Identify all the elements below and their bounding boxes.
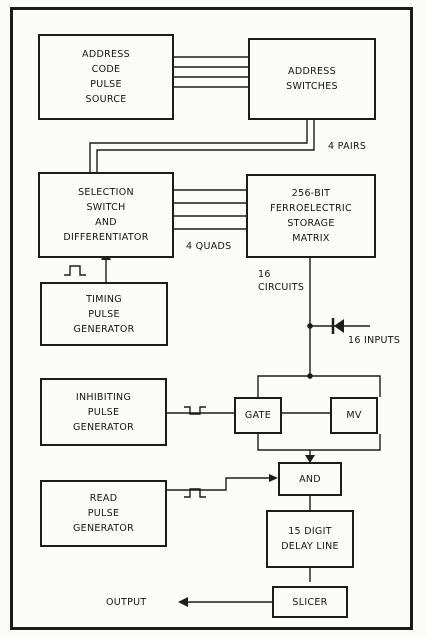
address-code-pulse-source-label: ADDRESS CODE PULSE SOURCE	[82, 49, 130, 105]
read-pulse-generator-label: READ PULSE GENERATOR	[72, 493, 135, 534]
sixteen-circuits-label: 16 CIRCUITS	[258, 269, 305, 293]
diode-symbol	[334, 319, 344, 333]
address-switches-label: ADDRESS SWITCHES	[286, 66, 338, 92]
timing-pulse-generator-label: TIMING PULSE GENERATOR	[73, 293, 135, 335]
and-gate-label: AND	[299, 473, 321, 485]
and-input-arrowhead	[269, 474, 278, 482]
junction-dot	[307, 323, 313, 329]
inhibiting-pulse-generator-block: INHIBITING PULSE GENERATOR	[40, 378, 167, 446]
sixteen-inputs-label: 16 INPUTS	[348, 335, 401, 346]
gate-mv-bus	[257, 375, 381, 397]
read-pulse-symbol	[184, 488, 206, 498]
mv-label: MV	[346, 410, 362, 421]
pairs-wire	[96, 120, 315, 172]
gate-mv-bottom	[257, 434, 381, 451]
output-arrowhead	[178, 597, 188, 607]
read-wire	[167, 477, 275, 491]
junction-dot	[307, 373, 313, 379]
gate-block: GATE	[234, 397, 282, 434]
and-arrowhead	[305, 455, 315, 463]
four-pairs-label: 4 PAIRS	[328, 141, 367, 152]
slicer-label: SLICER	[292, 596, 328, 608]
address-switches-block: ADDRESS SWITCHES	[248, 38, 376, 120]
address-code-pulse-source-block: ADDRESS CODE PULSE SOURCE	[38, 34, 174, 120]
gate-label: GATE	[244, 410, 272, 421]
storage-matrix-label: 256-BIT FERROELECTRIC STORAGE MATRIX	[270, 188, 352, 244]
and-gate-block: AND	[278, 462, 342, 496]
read-pulse-generator-block: READ PULSE GENERATOR	[40, 480, 167, 547]
timing-pulse-generator-block: TIMING PULSE GENERATOR	[40, 282, 168, 346]
output-label: OUTPUT	[106, 597, 147, 608]
mv-block: MV	[330, 397, 378, 434]
pairs-wire	[89, 120, 308, 172]
delay-line-block: 15 DIGIT DELAY LINE	[266, 510, 354, 568]
selection-switch-block: SELECTION SWITCH AND DIFFERENTIATOR	[38, 172, 174, 258]
diagram-frame	[10, 7, 413, 630]
inhibiting-pulse-generator-label: INHIBITING PULSE GENERATOR	[72, 391, 135, 433]
timing-pulse-symbol	[64, 265, 86, 276]
inhibit-pulse-symbol	[184, 406, 206, 415]
selection-switch-label: SELECTION SWITCH AND DIFFERENTIATOR	[63, 187, 149, 243]
delay-line-label: 15 DIGIT DELAY LINE	[281, 526, 339, 552]
storage-matrix-block: 256-BIT FERROELECTRIC STORAGE MATRIX	[246, 174, 376, 258]
slicer-block: SLICER	[272, 586, 348, 618]
four-quads-label: 4 QUADS	[186, 241, 232, 252]
